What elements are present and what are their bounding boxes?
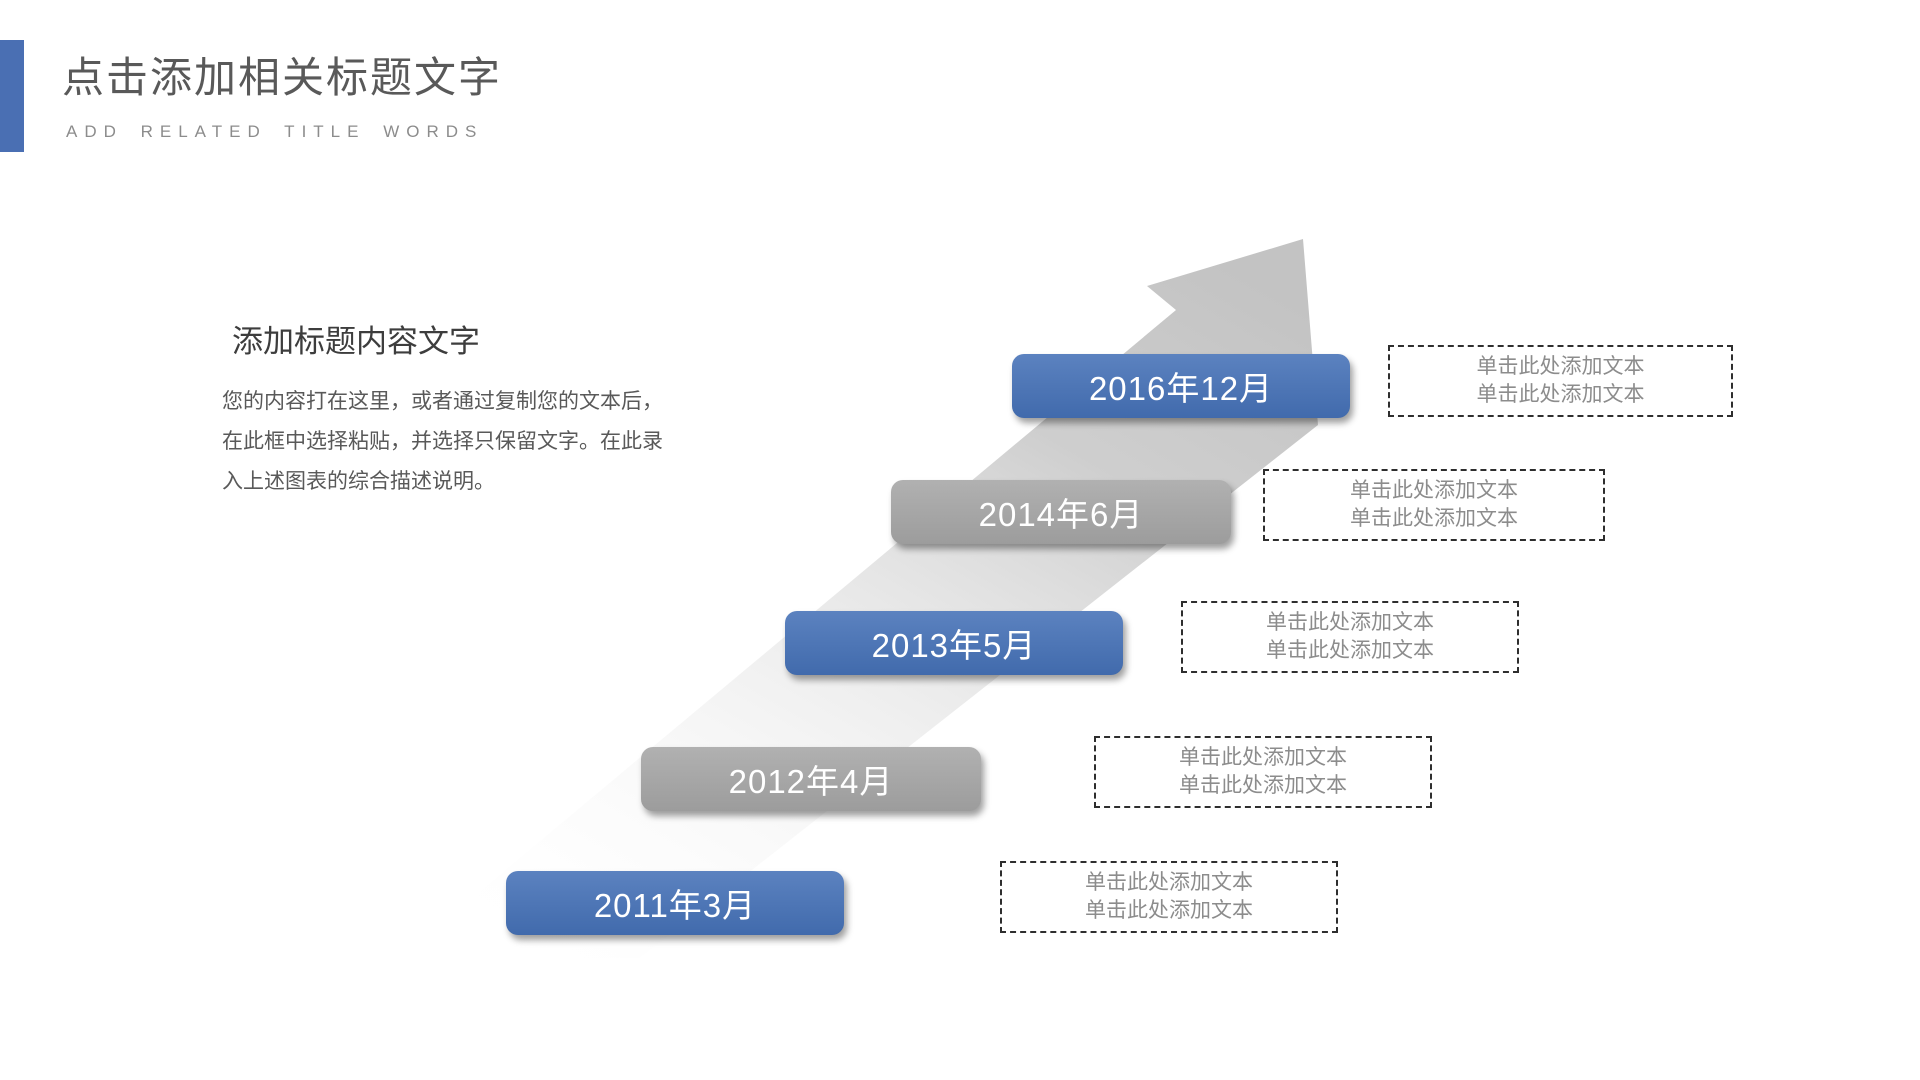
page-subtitle: ADD RELATED TITLE WORDS (66, 122, 484, 141)
text-placeholder-box[interactable]: 单击此处添加文本 单击此处添加文本 (1094, 736, 1432, 808)
milestone-label: 2012年4月 (728, 763, 894, 800)
content-body-text: 您的内容打在这里，或者通过复制您的文本后， 在此框中选择粘贴，并选择只保留文字。… (222, 382, 767, 502)
milestone-label: 2011年3月 (593, 887, 757, 924)
text-placeholder-box[interactable]: 单击此处添加文本 单击此处添加文本 (1181, 601, 1519, 673)
arrow-shape (400, 239, 1318, 958)
placeholder-text-line: 单击此处添加文本 (1085, 871, 1253, 894)
text-placeholder-box[interactable]: 单击此处添加文本 单击此处添加文本 (1388, 345, 1733, 417)
placeholder-text-line: 单击此处添加文本 (1179, 774, 1347, 797)
milestone-pill: 2016年12月 (1012, 354, 1350, 418)
milestone-label: 2016年12月 (1088, 370, 1274, 407)
milestone-pill: 2013年5月 (785, 611, 1123, 675)
milestone-label: 2013年5月 (871, 627, 1037, 664)
content-body-line: 在此框中选择粘贴，并选择只保留文字。在此录 (222, 430, 663, 453)
placeholder-text-line: 单击此处添加文本 (1085, 899, 1253, 922)
placeholder-text-line: 单击此处添加文本 (1266, 639, 1434, 662)
placeholder-text-line: 单击此处添加文本 (1350, 507, 1518, 530)
placeholder-text-line: 单击此处添加文本 (1476, 355, 1645, 378)
milestone-label: 2014年6月 (978, 496, 1144, 533)
title-accent-bar (0, 40, 24, 152)
text-placeholder-box[interactable]: 单击此处添加文本 单击此处添加文本 (1000, 861, 1338, 933)
placeholder-text-line: 单击此处添加文本 (1350, 479, 1518, 502)
content-heading: 添加标题内容文字 (232, 324, 480, 359)
milestone-pill: 2014年6月 (891, 480, 1231, 544)
placeholder-text-line: 单击此处添加文本 (1476, 383, 1645, 406)
placeholder-text-line: 单击此处添加文本 (1179, 746, 1347, 769)
milestone-pill: 2012年4月 (641, 747, 981, 811)
page-title: 点击添加相关标题文字 (62, 54, 503, 101)
placeholder-text-line: 单击此处添加文本 (1266, 611, 1434, 634)
milestone-pill: 2011年3月 (506, 871, 844, 935)
content-body-line: 您的内容打在这里，或者通过复制您的文本后， (222, 390, 663, 413)
content-body-line: 入上述图表的综合描述说明。 (222, 470, 495, 493)
text-placeholder-box[interactable]: 单击此处添加文本 单击此处添加文本 (1263, 469, 1605, 541)
